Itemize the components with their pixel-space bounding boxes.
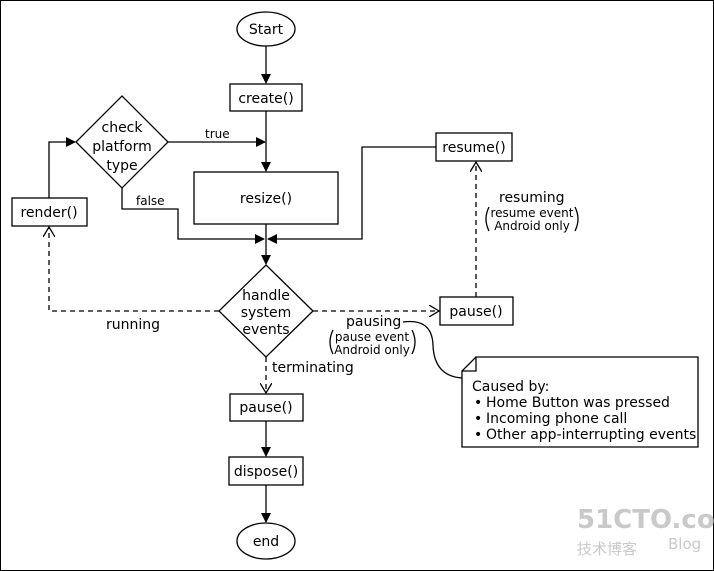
label-terminating: terminating (272, 360, 354, 376)
check-label-line3: type (106, 158, 137, 174)
edge-running (49, 227, 219, 312)
label-pausing: pausing (346, 314, 401, 330)
render-node: render() (11, 197, 88, 227)
note-bullet-1: • (474, 395, 482, 411)
edge-render-check (48, 137, 76, 198)
resume-label: resume() (442, 140, 505, 156)
note-bullet-3: • (474, 427, 482, 443)
note-item-1: Home Button was pressed (486, 395, 670, 411)
end-label: end (253, 534, 279, 550)
handle-label-line1: handle (242, 288, 290, 304)
label-resuming: resuming (499, 190, 565, 206)
edge-resume-return (267, 146, 436, 244)
resize-node: resize() (193, 171, 339, 225)
dispose-node: dispose() (228, 456, 304, 486)
note-item-3: Other app-interrupting events (486, 427, 696, 443)
resize-label: resize() (240, 191, 292, 207)
render-label: render() (20, 205, 77, 221)
note-title: Caused by: (472, 379, 549, 395)
handle-label-line2: system (241, 305, 292, 321)
resume-event-annotation: resume event Android only (485, 206, 579, 233)
note-connector (402, 320, 463, 379)
note-bullet-2: • (474, 411, 482, 427)
watermark-site: 51CTO.com (577, 505, 714, 535)
watermark: 51CTO.com 技术博客 Blog (577, 505, 714, 558)
dispose-label: dispose() (234, 464, 298, 480)
check-platform-node: check platform type (75, 95, 169, 189)
pause-event-line2: Android only (334, 343, 410, 357)
label-false: false (136, 194, 165, 208)
create-node: create() (229, 83, 303, 112)
handle-events-node: handle system events (218, 264, 314, 358)
start-node: Start (236, 11, 296, 47)
pause-event-line1: pause event (335, 330, 409, 344)
start-label: Start (249, 22, 284, 38)
resume-node: resume() (435, 132, 513, 162)
watermark-sub: 技术博客 (577, 540, 637, 558)
edge-check-false (121, 188, 265, 244)
cause-note: Caused by: • Home Button was pressed • I… (461, 356, 699, 448)
pause-event-annotation: pause event Android only (329, 329, 416, 357)
label-true: true (205, 127, 230, 141)
handle-label-line3: events (242, 322, 289, 338)
pause-right-label: pause() (449, 304, 502, 320)
resume-event-line2: Android only (494, 219, 570, 233)
end-node: end (236, 522, 296, 560)
create-label: create() (238, 91, 293, 107)
note-item-2: Incoming phone call (486, 411, 627, 427)
pause-right-node: pause() (439, 296, 514, 326)
watermark-blog: Blog (668, 535, 701, 553)
check-label-line1: check (102, 120, 144, 136)
pause-bottom-node: pause() (229, 393, 304, 422)
check-label-line2: platform (92, 139, 152, 155)
pause-bottom-label: pause() (239, 400, 292, 416)
label-running: running (106, 317, 160, 333)
resume-event-line1: resume event (491, 206, 574, 220)
